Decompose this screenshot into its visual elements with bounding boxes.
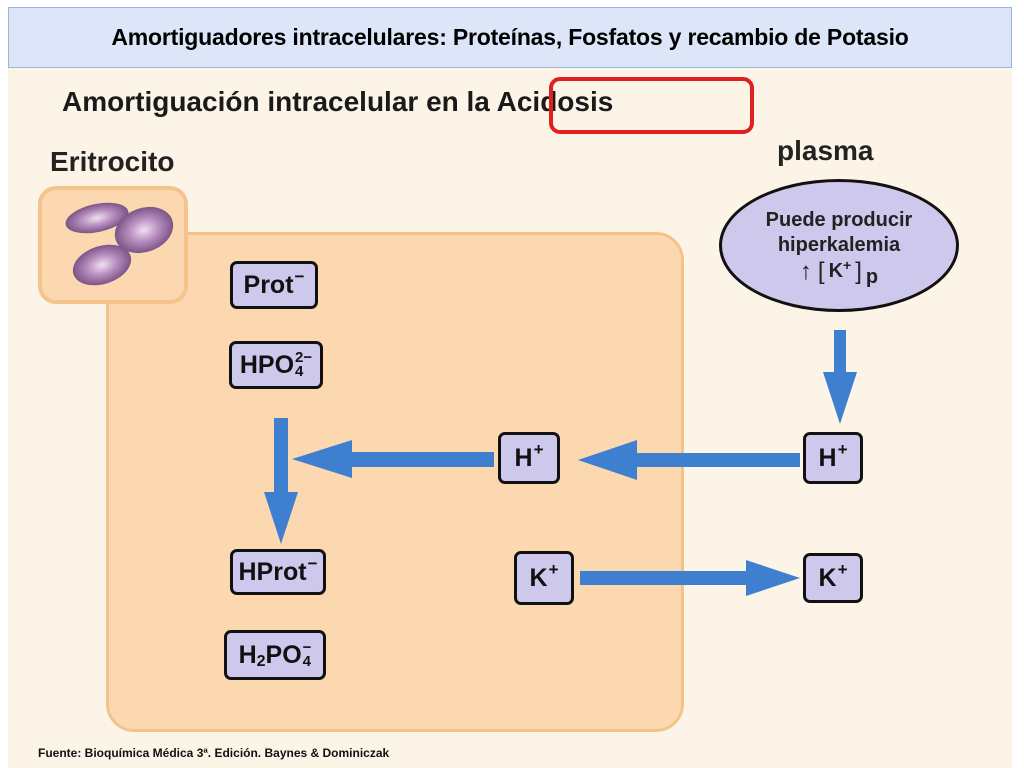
hprot-label: HProt	[238, 557, 307, 586]
k-ion-plasma-label: K	[818, 563, 837, 592]
conc-ion-charge: +	[843, 256, 852, 273]
h2po4-h-subscript: 2	[256, 653, 266, 670]
erythrocyte-cell-area	[106, 232, 684, 732]
hpo4-charge: 2−	[295, 348, 313, 366]
h2po4-h: H	[238, 640, 257, 669]
hpo4-subscript: 4	[295, 363, 304, 380]
heading-emphasis: la Acidosis	[466, 86, 614, 117]
plasma-label: plasma	[777, 135, 874, 166]
up-arrow-icon: ↑	[799, 257, 812, 285]
hprot-charge: −	[307, 553, 318, 573]
k-ion-cell-charge: +	[548, 559, 559, 579]
hyperkalemia-line1: Puede producir	[765, 208, 913, 231]
h-ion-plasma-charge: +	[837, 439, 848, 459]
k-ion-plasma-charge: +	[837, 559, 848, 579]
erythrocyte-image	[38, 186, 188, 304]
hyperkalemia-note: Puede producir hiperkalemia ↑ [ K+ ] p	[719, 179, 959, 312]
bracket-close: ]	[855, 257, 862, 285]
h2po4-subscript: 4	[302, 653, 311, 670]
plasma-potassium-concentration: ↑ [ K+ ] p	[799, 256, 878, 289]
h-ion-cell-charge: +	[533, 439, 544, 459]
red-blood-cells-icon	[65, 202, 174, 286]
diagram-heading: Amortiguación intracelular en la Acidosi…	[62, 86, 613, 118]
conc-subscript: p	[865, 266, 879, 288]
acidosis-highlight-box	[549, 77, 754, 134]
heading-text: Amortiguación intracelular en	[62, 86, 459, 117]
source-footnote: Fuente: Bioquímica Médica 3ª. Edición. B…	[38, 746, 390, 760]
hpo4-label: HPO	[239, 350, 295, 379]
bracket-open: [	[817, 257, 825, 285]
h-ion-plasma-label: H	[818, 443, 837, 472]
hprot-box: HProt−	[230, 549, 326, 595]
slide-title: Amortiguadores intracelulares: Proteínas…	[111, 24, 909, 50]
h-ion-plasma-box: H+	[803, 432, 863, 484]
hyperkalemia-line2: hiperkalemia	[777, 233, 901, 256]
k-ion-cell-box: K+	[514, 551, 574, 605]
h2po4-charge: −	[302, 638, 312, 656]
h-ion-cell-box: H+	[498, 432, 560, 484]
prot-anion-box: Prot−	[230, 261, 318, 309]
k-ion-plasma-box: K+	[803, 553, 863, 603]
prot-label: Prot	[243, 270, 294, 299]
h-ion-cell-label: H	[514, 443, 533, 472]
erythrocyte-label: Eritrocito	[50, 146, 175, 177]
h2po4-label: PO	[265, 640, 302, 669]
title-bar: Amortiguadores intracelulares: Proteínas…	[8, 7, 1012, 68]
prot-charge: −	[294, 266, 305, 286]
k-ion-cell-label: K	[529, 563, 548, 592]
conc-ion: K	[828, 260, 844, 282]
